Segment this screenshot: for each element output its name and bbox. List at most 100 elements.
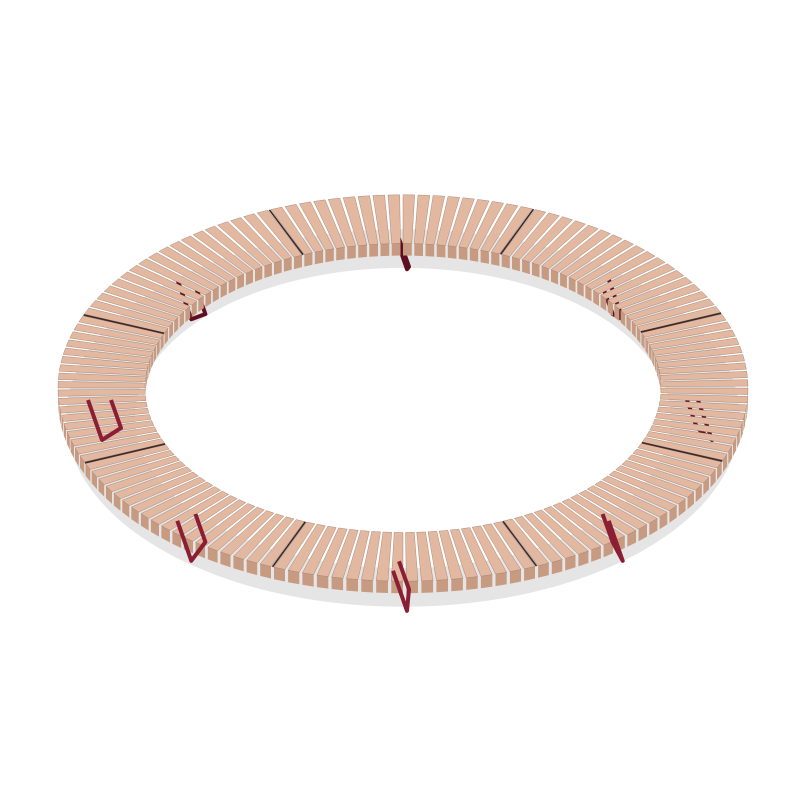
- slat: [658, 400, 747, 412]
- slat-inner-edge: [541, 266, 549, 281]
- slat-inner-edge: [164, 328, 169, 345]
- slat-inner-edge: [380, 243, 390, 257]
- slat: [204, 225, 263, 270]
- slat: [482, 523, 522, 572]
- slat-inner-edge: [654, 356, 657, 374]
- slat-inner-edge: [160, 334, 164, 351]
- slat-inner-edge: [325, 248, 334, 263]
- slat: [501, 209, 547, 257]
- slat-inner-edge: [641, 332, 645, 350]
- slat: [626, 291, 708, 321]
- slat: [471, 525, 507, 575]
- segment-seam: [502, 520, 538, 567]
- slat: [651, 337, 740, 356]
- slat: [98, 455, 180, 485]
- slat: [233, 513, 285, 560]
- slat: [425, 195, 445, 245]
- slat-inner-edge: [577, 281, 584, 297]
- slat-outer-edge: [66, 431, 70, 450]
- slat-inner-edge: [294, 255, 302, 270]
- frame-leg: [391, 560, 411, 613]
- slat: [436, 196, 460, 246]
- slat-inner-edge: [148, 358, 151, 375]
- slat-inner-edge: [304, 252, 313, 267]
- slat: [342, 196, 368, 246]
- slat-outer-edge: [538, 563, 549, 578]
- slat-outer-edge: [551, 559, 563, 575]
- slat: [533, 509, 589, 555]
- slat: [594, 480, 668, 518]
- slat: [121, 471, 199, 506]
- slat-inner-edge: [220, 282, 227, 298]
- slat: [613, 276, 693, 310]
- slat: [58, 372, 146, 382]
- segment-seam: [83, 314, 165, 335]
- slat: [503, 518, 550, 566]
- slat: [74, 432, 161, 455]
- slat-outer-edge: [75, 447, 79, 467]
- slat-inner-edge: [185, 306, 191, 323]
- slat: [615, 465, 695, 498]
- slat-inner-edge: [447, 245, 457, 259]
- slat-outer-edge: [61, 415, 64, 434]
- slat: [523, 512, 576, 559]
- slat: [493, 521, 536, 570]
- slat: [652, 419, 741, 437]
- slat-inner-edge: [551, 269, 559, 285]
- slat-inner-edge: [522, 259, 530, 275]
- slat: [140, 481, 214, 519]
- slat-inner-edge: [179, 311, 185, 328]
- slat-inner-edge: [151, 351, 154, 369]
- slat-outer-edge: [740, 421, 743, 440]
- slat: [83, 307, 169, 333]
- slat-inner-edge: [645, 338, 649, 356]
- slat-outer-edge: [649, 518, 658, 536]
- slat: [73, 323, 160, 345]
- slat-outer-edge: [220, 551, 231, 568]
- slat-outer-edge: [737, 429, 740, 449]
- slat-outer-edge: [421, 580, 434, 593]
- slat: [180, 235, 245, 278]
- frame-leg: [86, 399, 123, 442]
- slat-outer-edge: [140, 513, 149, 531]
- slat-inner-edge: [255, 266, 263, 282]
- slat: [543, 506, 602, 551]
- slat-inner-edge: [491, 252, 500, 266]
- slat-outer-edge: [161, 525, 170, 543]
- slat-inner-edge: [626, 315, 631, 333]
- slat-inner-edge: [512, 257, 520, 272]
- slat: [656, 354, 745, 368]
- slat-inner-edge: [228, 278, 236, 294]
- slat: [608, 470, 686, 505]
- slat-inner-edge: [336, 247, 345, 261]
- slat: [660, 387, 749, 395]
- slat: [649, 425, 737, 445]
- slat: [469, 201, 504, 250]
- slat-outer-edge: [717, 461, 722, 480]
- slat: [63, 414, 152, 430]
- slat: [60, 356, 149, 370]
- slat-inner-edge: [480, 250, 489, 264]
- slat-outer-edge: [466, 576, 478, 590]
- slat-outer-edge: [565, 555, 576, 571]
- slat: [328, 197, 357, 248]
- slat-inner-edge: [212, 286, 219, 303]
- slat-outer-edge: [710, 469, 716, 488]
- slat: [357, 195, 379, 245]
- slat: [601, 475, 678, 512]
- segment-seams: [83, 208, 723, 568]
- slat: [576, 245, 645, 286]
- slat: [61, 408, 150, 422]
- slat-inner-edge: [607, 300, 613, 316]
- slat: [387, 194, 401, 244]
- slat-outer-edge: [495, 572, 507, 587]
- slat: [59, 401, 148, 414]
- slat: [103, 285, 185, 316]
- slat: [607, 270, 685, 305]
- slat: [461, 527, 493, 577]
- slat-inner-edge: [245, 270, 253, 286]
- slat: [655, 412, 744, 429]
- slat: [150, 486, 221, 525]
- slat: [636, 306, 721, 332]
- slat: [169, 240, 236, 282]
